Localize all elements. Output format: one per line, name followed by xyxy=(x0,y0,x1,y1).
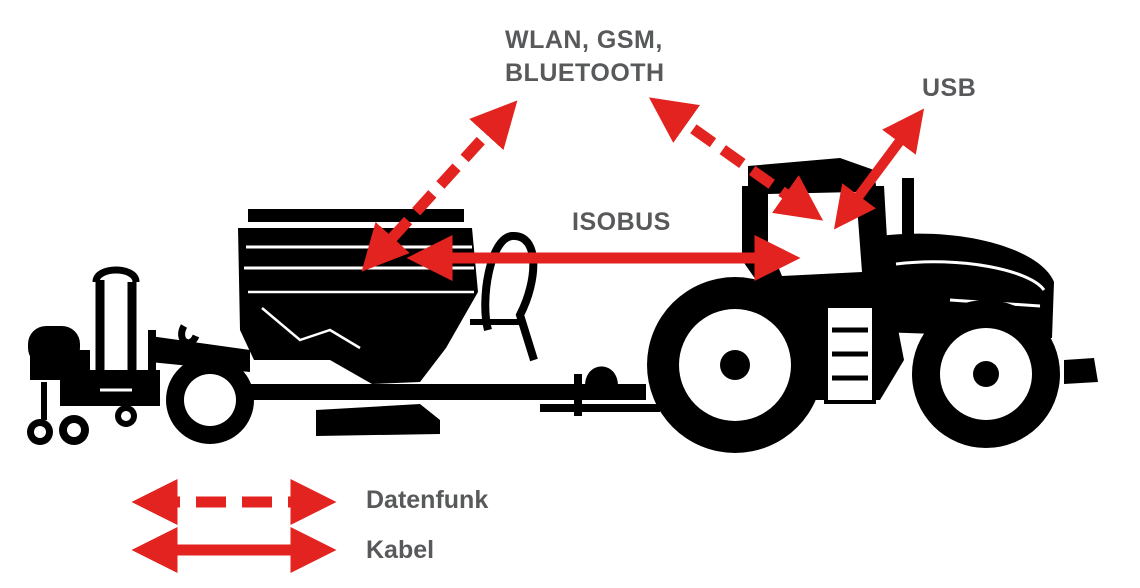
legend-radio-label: Datenfunk xyxy=(366,486,489,514)
seed-drill-icon xyxy=(27,209,660,445)
legend-cable-label: Kabel xyxy=(366,536,435,564)
usb-cable-arrow xyxy=(833,108,925,230)
wireless-label-line2: BLUETOOTH xyxy=(505,59,665,87)
usb-label: USB xyxy=(922,74,977,102)
wireless-implement-arrow xyxy=(361,100,518,272)
wireless-tractor-arrow xyxy=(648,97,824,221)
wireless-label: WLAN, GSM, BLUETOOTH xyxy=(505,24,665,90)
isobus-label: ISOBUS xyxy=(572,208,671,236)
wireless-label-line1: WLAN, GSM, xyxy=(505,26,663,54)
tractor-icon xyxy=(647,158,1098,453)
